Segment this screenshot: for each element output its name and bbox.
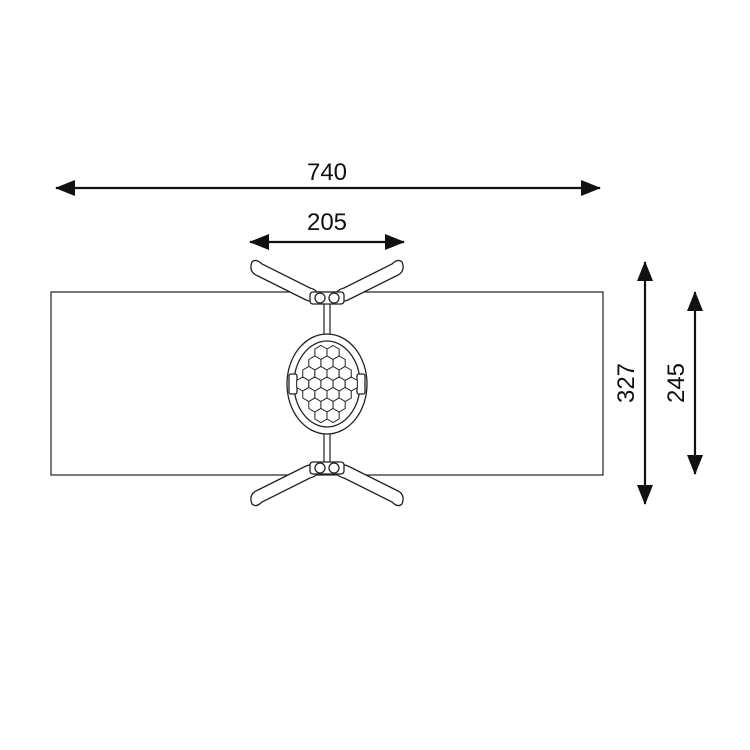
overall-depth-label: 327 bbox=[613, 363, 640, 403]
bottom-legs bbox=[250, 461, 404, 507]
top-left-leg bbox=[250, 259, 319, 302]
seat-right-clamp bbox=[356, 373, 366, 395]
nest-swing-seat bbox=[286, 333, 368, 435]
bottom-left-hanger bbox=[314, 462, 326, 474]
bottom-right-leg bbox=[335, 464, 404, 507]
seat-net-mesh bbox=[296, 344, 358, 424]
frame-depth-label: 245 bbox=[663, 363, 690, 403]
overall-width-label: 740 bbox=[307, 159, 347, 186]
overall-width-dimension: 740 bbox=[55, 159, 601, 196]
bottom-right-hanger bbox=[328, 462, 340, 474]
seat-left-clamp bbox=[288, 373, 298, 395]
top-right-hanger bbox=[328, 292, 340, 304]
overall-depth-dimension: 327 bbox=[613, 261, 653, 505]
top-left-hanger bbox=[314, 292, 326, 304]
swing-width-dimension: 205 bbox=[249, 209, 405, 250]
bottom-left-leg bbox=[250, 464, 319, 507]
top-legs bbox=[250, 259, 404, 305]
net-cell bbox=[314, 407, 328, 424]
swing-width-label: 205 bbox=[307, 209, 347, 236]
net-cell bbox=[326, 407, 340, 424]
frame-depth-dimension: 245 bbox=[663, 291, 703, 475]
top-right-leg bbox=[335, 259, 404, 302]
